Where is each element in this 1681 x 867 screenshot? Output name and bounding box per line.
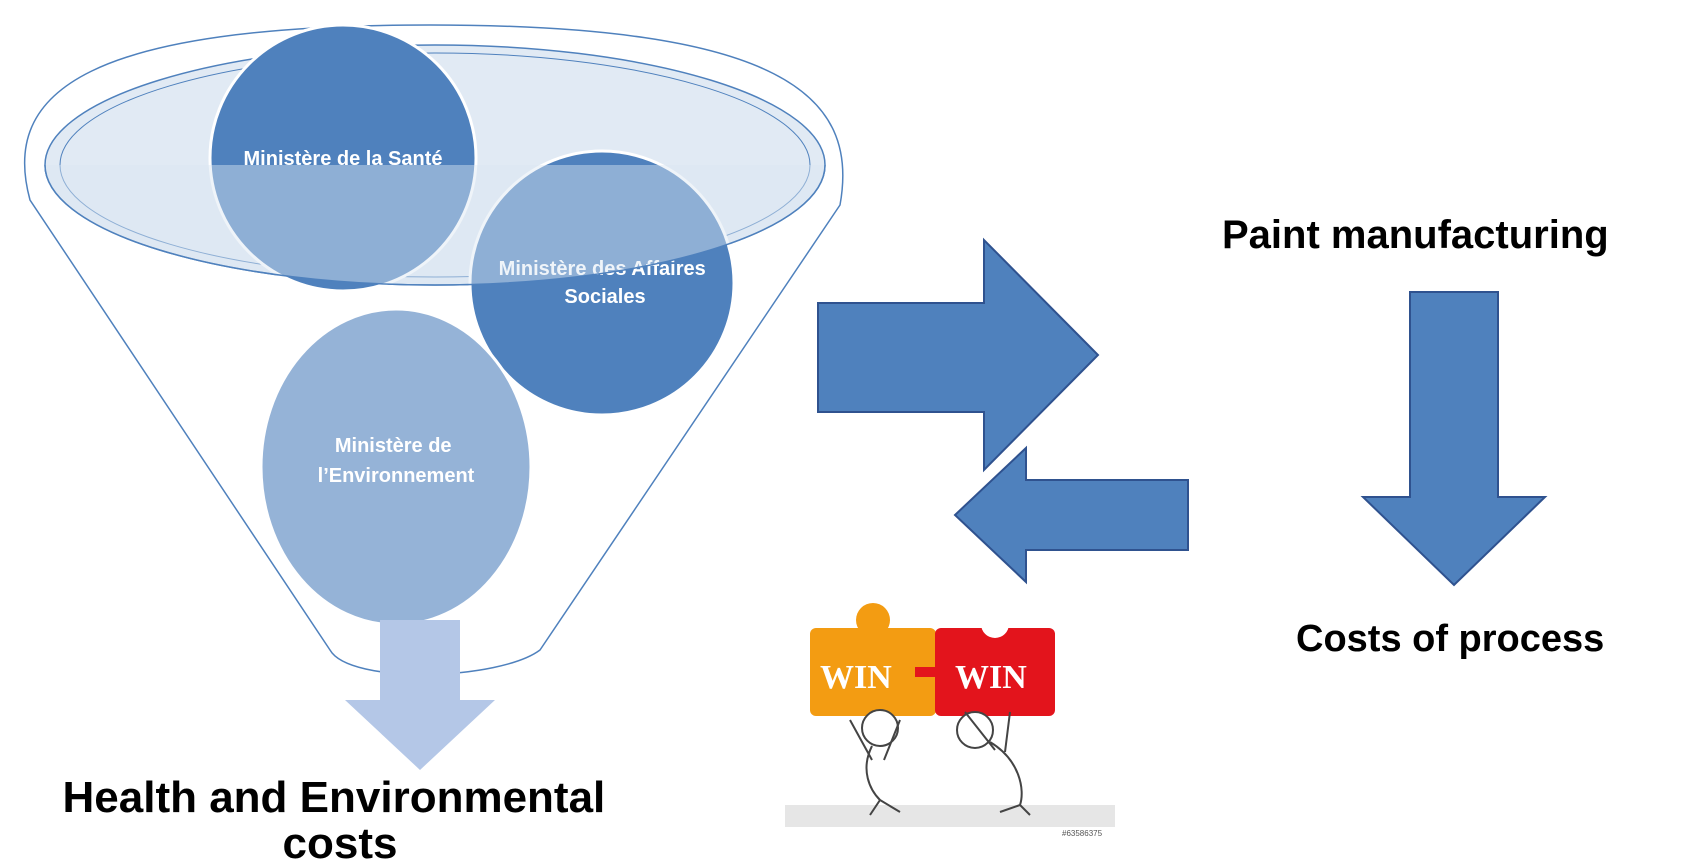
stick-figure-right: [956, 711, 1031, 816]
left-arrow: [953, 445, 1189, 585]
win-right-text: WIN: [955, 659, 1027, 696]
stick-figure-left: [849, 709, 901, 816]
funnel-rim-inner: [59, 52, 811, 278]
illustration-floor: [785, 805, 1115, 827]
win-win-illustration: WIN WIN #63586375: [785, 603, 1115, 838]
right-arrow: [817, 237, 1100, 473]
puzzle-piece-red: [935, 628, 1055, 716]
win-left-text: WIN: [820, 659, 892, 696]
funnel-output-arrow: [345, 620, 495, 770]
funnel-rim-overlay: [44, 164, 826, 286]
circle-sante: Ministère de la Santé: [208, 23, 478, 293]
circle-affaires-sociales: Ministère des Affaires Sociales: [468, 149, 736, 417]
puzzle-connector: [915, 667, 955, 677]
puzzle-knob-orange: [856, 603, 890, 637]
circle-environnement-label: Ministère de l’Environnement: [318, 435, 475, 487]
circle-affaires-label: Ministère des Affaires Sociales: [499, 258, 712, 308]
puzzle-piece-orange: [810, 628, 936, 716]
health-costs-label: Health and Environmental costs: [63, 773, 618, 867]
paint-manufacturing-label: Paint manufacturing: [1222, 213, 1609, 257]
circle-sante-label: Ministère de la Santé: [244, 148, 443, 170]
costs-of-process-label: Costs of process: [1296, 618, 1604, 660]
circle-environnement: Ministère de l’Environnement: [259, 307, 533, 627]
down-arrow: [1360, 291, 1548, 587]
stock-id-text: #63586375: [1062, 829, 1103, 838]
puzzle-knob-red: [981, 610, 1009, 638]
